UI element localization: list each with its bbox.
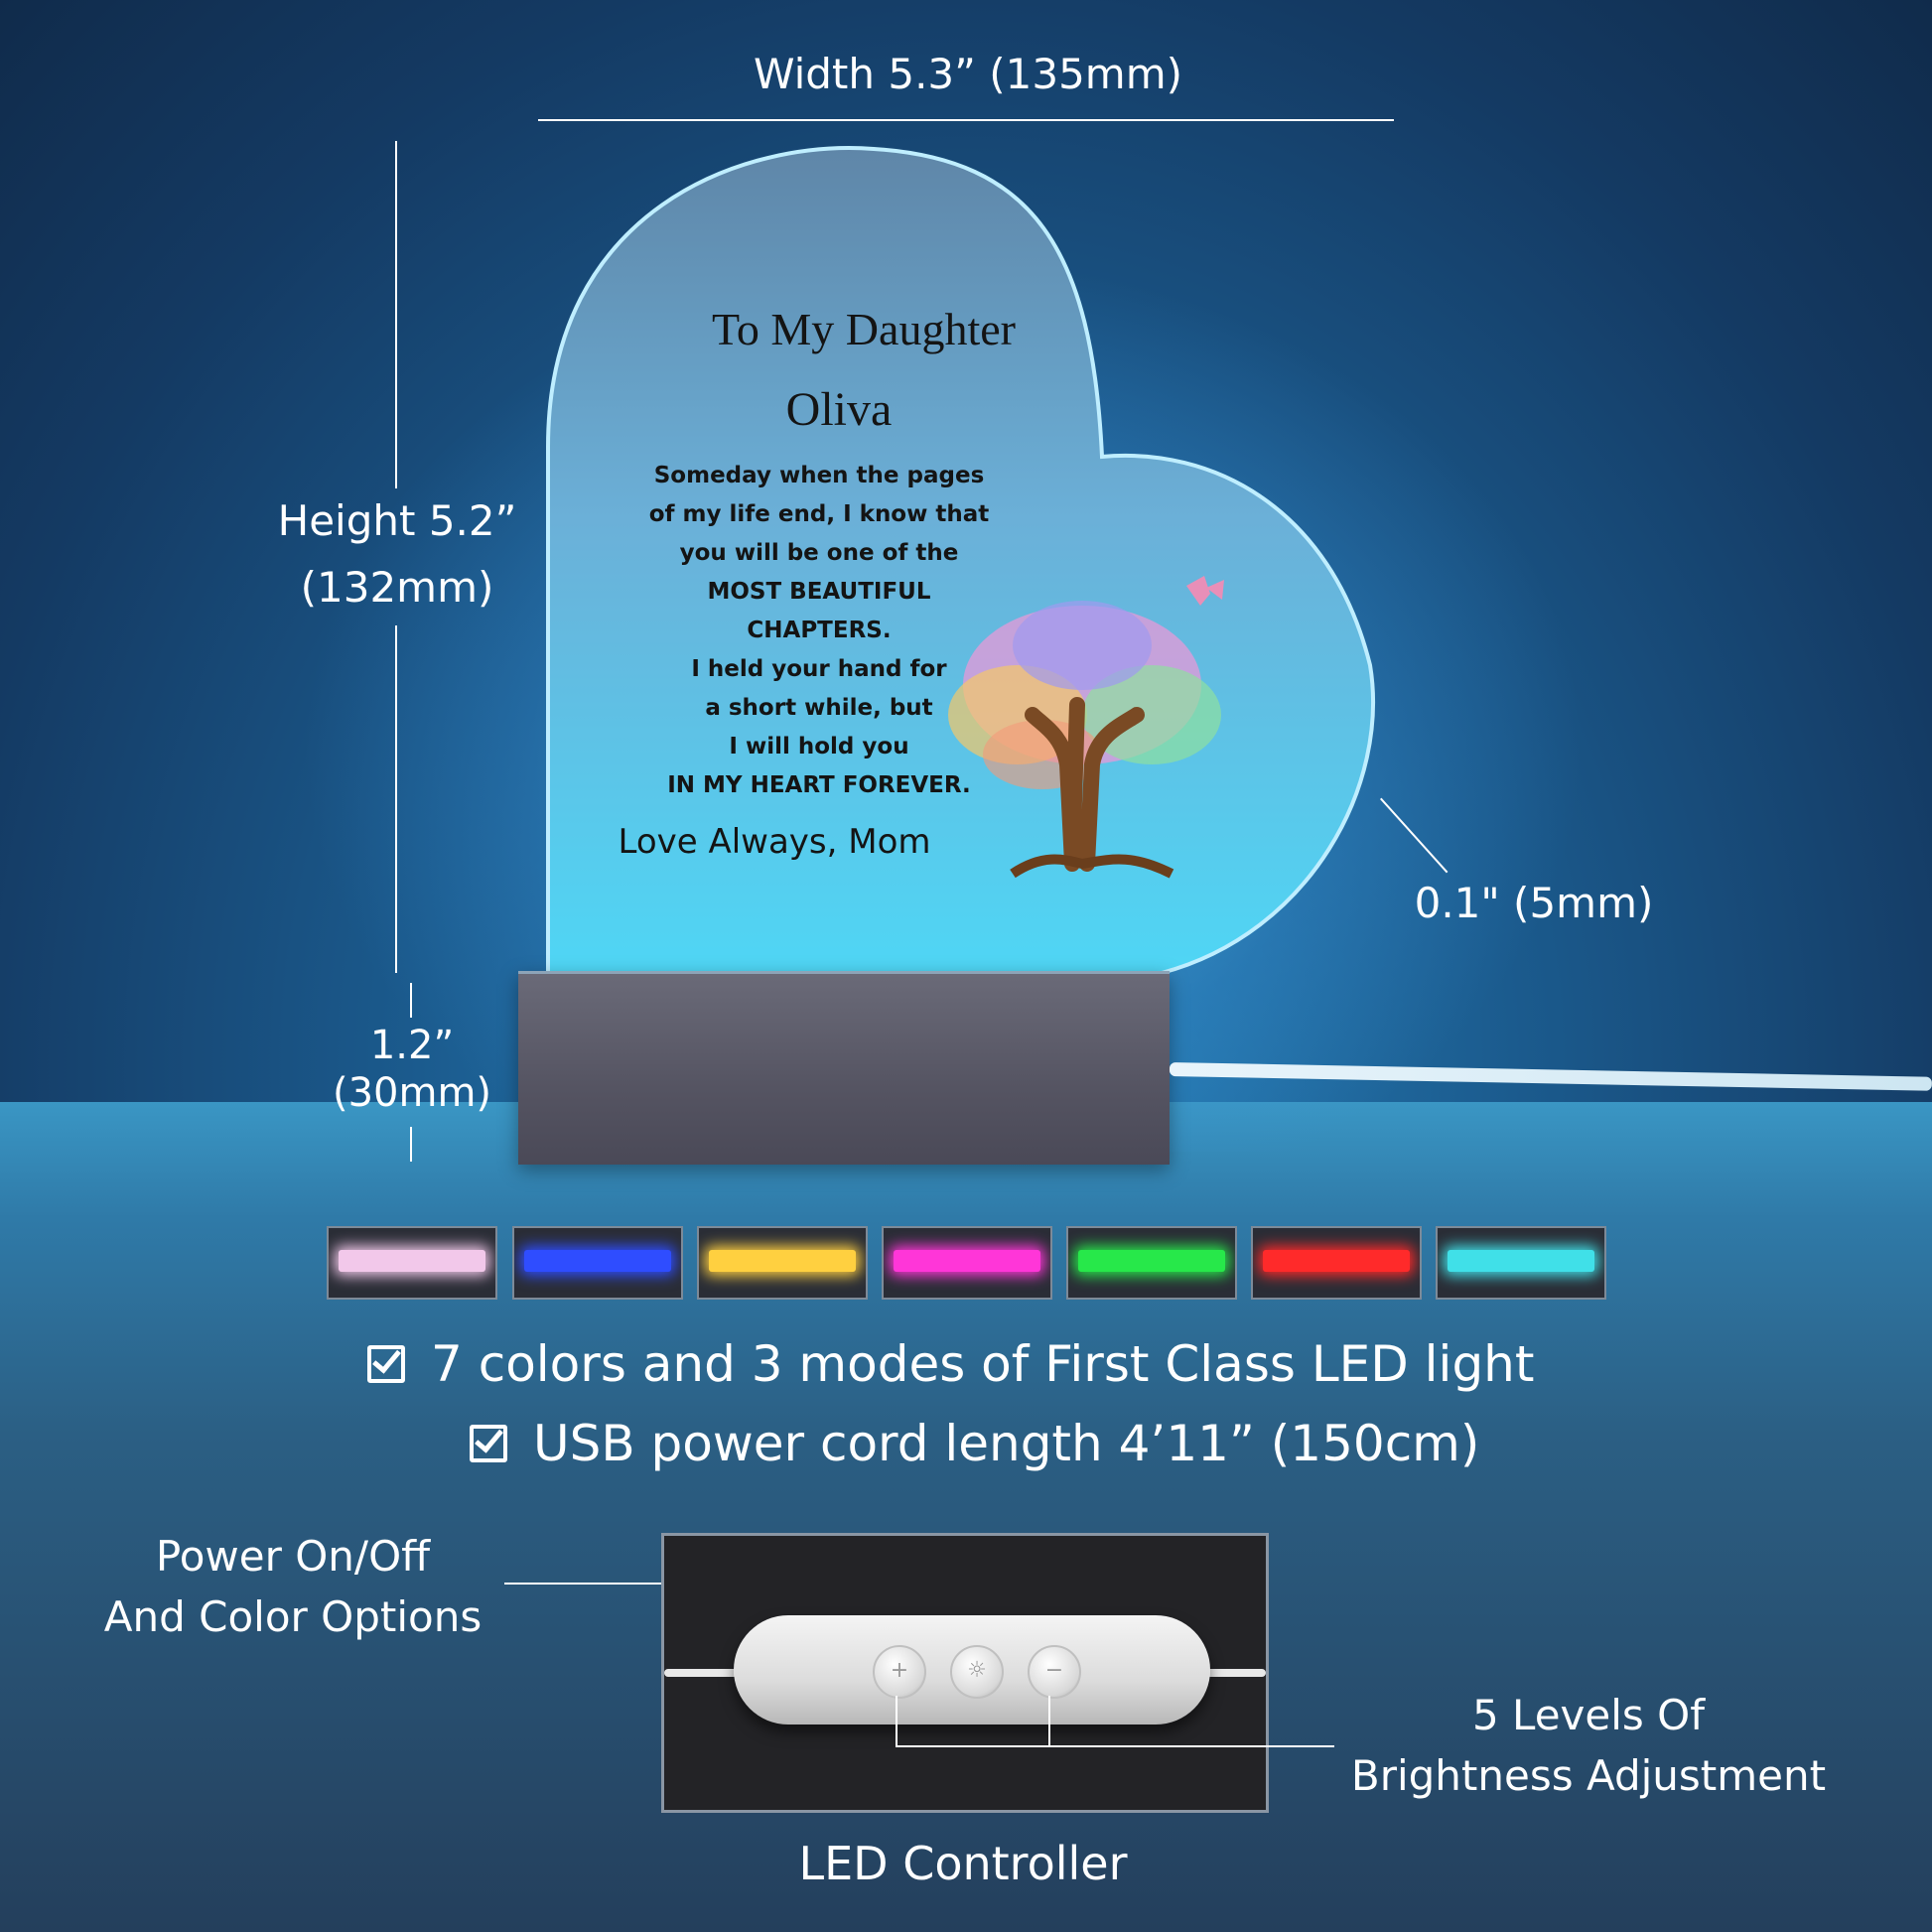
led-bar: [1448, 1250, 1594, 1272]
checkbox-icon: [367, 1345, 405, 1383]
feature-usb-cord: USB power cord length 4’11” (150cm): [470, 1415, 1479, 1472]
led-swatch-yellow: [697, 1226, 868, 1300]
width-label: Width 5.3” (135mm): [753, 50, 1183, 98]
message-line: MOST BEAUTIFUL: [707, 579, 931, 605]
controller-cable-left: [664, 1669, 744, 1677]
base-height-line-top: [410, 983, 412, 1018]
controller-caption: LED Controller: [798, 1837, 1128, 1890]
message-line: of my life end, I know that: [648, 501, 990, 527]
led-swatch-blue: [512, 1226, 683, 1300]
plaque-title: To My Daughter: [712, 304, 1016, 354]
thickness-label: 0.1" (5mm): [1414, 879, 1654, 927]
brightness-callout-right: [1048, 1696, 1050, 1747]
message-line: a short while, but: [705, 695, 933, 721]
led-bar: [339, 1250, 485, 1272]
message-line: CHAPTERS.: [747, 618, 892, 643]
led-controller-photo: + ☼ −: [661, 1533, 1269, 1813]
brightness-up-button[interactable]: +: [873, 1645, 926, 1699]
brightness-callout-line: [896, 1745, 1334, 1747]
base-height-line-bottom: [410, 1127, 412, 1162]
led-bar: [524, 1250, 671, 1272]
message-line: you will be one of the: [679, 540, 959, 566]
led-bar: [709, 1250, 856, 1272]
led-bar: [1263, 1250, 1410, 1272]
brightness-label-adjustment: Brightness Adjustment: [1350, 1751, 1827, 1800]
led-swatch-red: [1251, 1226, 1422, 1300]
base-height-label-mm: (30mm): [332, 1070, 492, 1116]
height-line-top: [395, 141, 397, 488]
brightness-label: 5 Levels Of: [1471, 1691, 1705, 1739]
led-swatch-cyan: [1436, 1226, 1606, 1300]
power-color-button[interactable]: ☼: [950, 1645, 1004, 1699]
feature-led-colors: 7 colors and 3 modes of First Class LED …: [367, 1335, 1534, 1393]
feature-text: 7 colors and 3 modes of First Class LED …: [431, 1335, 1535, 1393]
led-bar: [894, 1250, 1040, 1272]
message-line: I held your hand for: [691, 656, 947, 682]
controller-cable-right: [1200, 1669, 1266, 1677]
led-swatch-pink: [327, 1226, 497, 1300]
power-label-options: And Color Options: [103, 1592, 483, 1641]
butterfly-icon: [1186, 576, 1224, 606]
heart-plaque: [546, 146, 1375, 975]
plaque-signature: Love Always, Mom: [618, 822, 931, 862]
led-swatch-magenta: [882, 1226, 1052, 1300]
led-swatch-green: [1066, 1226, 1237, 1300]
led-bar: [1078, 1250, 1225, 1272]
width-line: [538, 119, 1394, 121]
message-line: I will hold you: [729, 734, 909, 759]
power-label: Power On/Off: [155, 1532, 431, 1581]
plaque-message: Someday when the pages of my life end, I…: [635, 457, 1003, 805]
checkbox-icon: [470, 1425, 507, 1462]
message-line: Someday when the pages: [653, 463, 985, 488]
tree-illustration: [948, 576, 1224, 879]
height-line-bottom: [395, 625, 397, 973]
base-height-label: 1.2”: [369, 1023, 455, 1068]
plaque-name: Oliva: [785, 383, 893, 436]
height-label-mm: (132mm): [300, 563, 494, 612]
message-line: IN MY HEART FOREVER.: [667, 772, 971, 798]
brightness-callout-left: [896, 1696, 897, 1747]
wooden-base: [518, 971, 1170, 1165]
brightness-down-button[interactable]: −: [1028, 1645, 1081, 1699]
feature-text: USB power cord length 4’11” (150cm): [533, 1415, 1480, 1472]
height-label: Height 5.2”: [277, 496, 517, 545]
